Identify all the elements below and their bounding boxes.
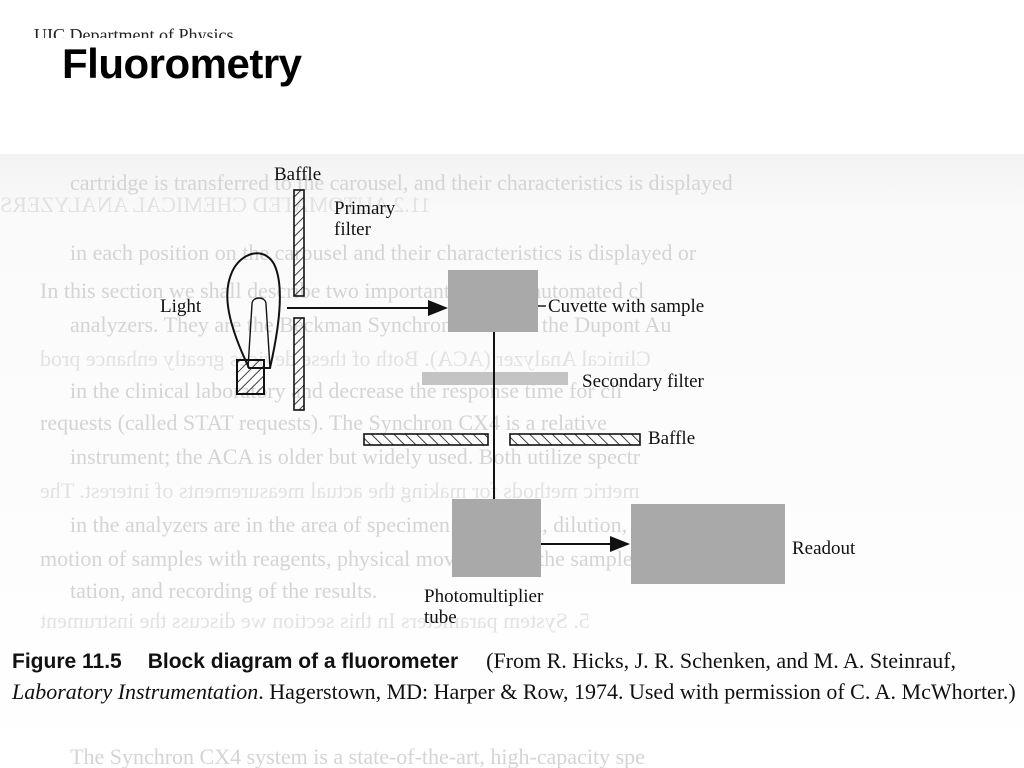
primary-filter-lower-bar [293, 317, 305, 411]
label-baffle-top: Baffle [274, 164, 322, 185]
label-photomultiplier: Photomultiplier tube [424, 586, 544, 628]
label-cuvette: Cuvette with sample [548, 296, 705, 317]
bleed-text-line: tation, and recording of the results. [70, 578, 378, 603]
institution-header: UIC Department of Physics [34, 24, 233, 38]
label-primary-filter: Primary filter [334, 198, 396, 240]
primary-filter-upper-bar [293, 189, 305, 297]
bleed-text-line: instrument; the ACA is older but widely … [70, 444, 641, 469]
figure-title: Block diagram of a fluorometer [147, 650, 459, 673]
figure-number: Figure 11.5 [12, 650, 122, 673]
light-bulb-icon [226, 252, 281, 395]
fluorometer-diagram [226, 189, 785, 584]
cuvette-box [448, 270, 538, 332]
caption-body-1: (From R. Hicks, J. R. Schenken, and M. A… [486, 648, 957, 673]
slide-title: Fluorometry [62, 40, 302, 87]
label-secondary-filter: Secondary filter [582, 371, 704, 392]
readout-box [631, 504, 785, 584]
label-light: Light [160, 296, 202, 317]
baffle-bottom-left [363, 433, 489, 446]
bleed-text-line: requests (called STAT requests). The Syn… [40, 410, 607, 435]
caption-book-title: Laboratory Instrumentation [12, 679, 259, 704]
label-readout: Readout [792, 538, 856, 559]
bleed-text-line: in each position on the carousel and the… [70, 240, 697, 265]
figure-caption: Figure 11.5 Block diagram of a fluoromete… [12, 646, 1016, 707]
institution-text: UIC Department of Physics [34, 25, 234, 38]
label-baffle-bottom: Baffle [648, 428, 696, 449]
bleed-text-line: cartridge is transferred to the carousel… [70, 170, 733, 195]
scanned-figure: cartridge is transferred to the carousel… [0, 154, 1024, 768]
baffle-bottom-right [509, 433, 641, 446]
caption-body-2: . Hagerstown, MD: Harper & Row, 1974. Us… [258, 679, 1016, 704]
photomultiplier-box [452, 499, 541, 577]
bleed-text-line: The Synchron CX4 system is a state-of-th… [70, 744, 645, 768]
